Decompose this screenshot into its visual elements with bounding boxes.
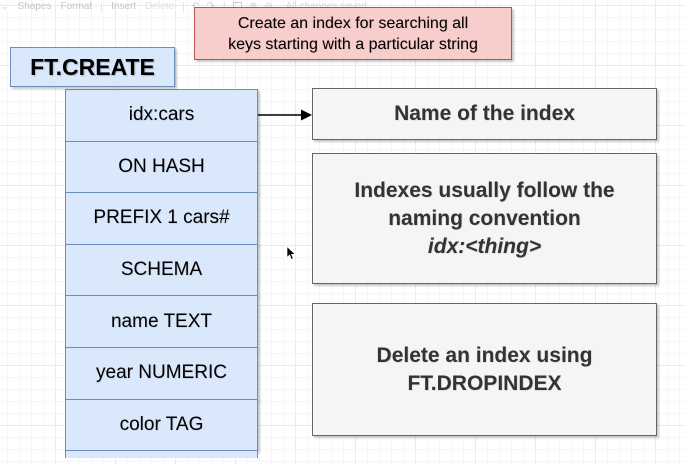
connector-arrow[interactable] [257, 106, 315, 124]
save-status-text: All changes saved [286, 1, 367, 12]
stack-row-partial [65, 450, 258, 459]
zoom-in-icon[interactable]: ⊕ [249, 1, 257, 12]
insert-menu-button[interactable]: Insert [111, 1, 137, 12]
callout-line2: FT.DROPINDEX [407, 371, 562, 395]
callout-delete-index[interactable]: Delete an index using FT.DROPINDEX [312, 303, 657, 436]
stack-row[interactable]: PREFIX 1 cars# [65, 192, 258, 245]
zoom-out-icon[interactable]: ⊖ [264, 1, 272, 12]
callout-text: Name of the index [394, 102, 575, 125]
redo-icon[interactable]: ↷ [206, 1, 214, 12]
toolbar-divider [223, 1, 225, 12]
note-line2: keys starting with a particular string [228, 35, 478, 53]
callout-line1: Delete an index using [376, 343, 593, 367]
delete-button[interactable]: Delete [145, 1, 175, 12]
command-argument-stack: idx:cars ON HASH PREFIX 1 cars# SCHEMA n… [65, 89, 258, 459]
stack-row-label: color TAG [119, 413, 204, 435]
callout-line1: Indexes usually follow the [354, 178, 615, 202]
editor-toolbar: ⌄ Shapes Format Insert Delete ↶ ↷ ⊕ ⊖ Al… [0, 0, 686, 13]
stack-row-label: name TEXT [110, 310, 213, 332]
stack-row-label: year NUMERIC [96, 362, 227, 384]
stack-row[interactable]: name TEXT [65, 295, 258, 348]
toolbar-divider [101, 1, 103, 12]
stack-row[interactable]: ON HASH [65, 140, 258, 194]
stack-row[interactable]: year NUMERIC [65, 346, 258, 400]
callout-name-of-index[interactable]: Name of the index [312, 88, 657, 140]
shapes-menu-button[interactable]: Shapes [17, 1, 52, 12]
command-title-box[interactable]: FT.CREATE [10, 47, 175, 87]
command-title: FT.CREATE [30, 53, 155, 80]
callout-line2: naming convention [388, 206, 581, 230]
format-menu-button[interactable]: Format [60, 1, 93, 12]
stack-row-label: idx:cars [128, 104, 195, 126]
note-create-index[interactable]: Create an index for searching all keys s… [194, 7, 512, 60]
undo-icon[interactable]: ↶ [191, 1, 199, 12]
stack-row-label: PREFIX 1 cars# [93, 207, 230, 229]
stack-row-label: ON HASH [118, 155, 205, 177]
callout-emphasis: idx:<thing> [427, 234, 542, 258]
chevron-down-icon[interactable]: ⌄ [1, 1, 9, 11]
toolbar-divider [183, 1, 185, 12]
stack-row[interactable]: SCHEMA [65, 243, 258, 297]
callout-naming-convention[interactable]: Indexes usually follow the naming conven… [312, 153, 657, 284]
stack-row[interactable]: color TAG [65, 398, 258, 452]
stack-row[interactable]: idx:cars [65, 89, 258, 142]
mouse-cursor-icon [286, 246, 297, 260]
stack-row-label: SCHEMA [120, 259, 203, 281]
note-line1: Create an index for searching all [237, 14, 469, 32]
